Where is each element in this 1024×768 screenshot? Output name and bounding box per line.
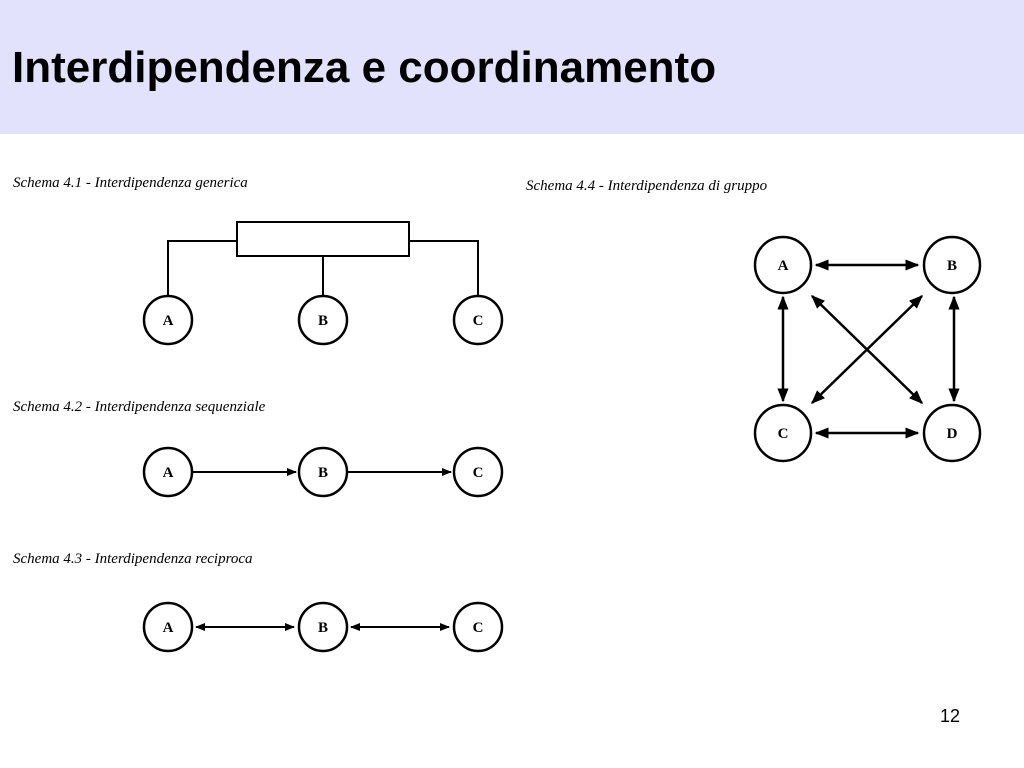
node-a: A: [142, 601, 194, 653]
node-c-label: C: [473, 465, 484, 481]
connector-c: [409, 240, 479, 297]
node-c: C: [452, 601, 504, 653]
title-band: Interdipendenza e coordinamento: [0, 0, 1024, 134]
schema-reciprocal-caption: Schema 4.3 - Interdipendenza reciproca: [13, 551, 253, 567]
schema-group-caption: Schema 4.4 - Interdipendenza di gruppo: [526, 178, 768, 194]
schema-generic-caption: Schema 4.1 - Interdipendenza generica: [13, 175, 248, 191]
node-b: B: [297, 601, 349, 653]
node-b-label: B: [947, 258, 957, 274]
shared-resource-box: [236, 221, 410, 257]
node-c: C: [452, 294, 504, 346]
node-b-label: B: [318, 620, 328, 636]
node-c-label: C: [473, 620, 484, 636]
node-d: D: [922, 403, 982, 463]
schema-sequential: Schema 4.2 - Interdipendenza sequenziale…: [13, 399, 504, 498]
node-a: A: [142, 294, 194, 346]
node-b: B: [297, 294, 349, 346]
node-a-label: A: [163, 465, 174, 481]
slide-title: Interdipendenza e coordinamento: [12, 43, 717, 92]
arrow-b-c: [810, 295, 924, 404]
schema-reciprocal: Schema 4.3 - Interdipendenza reciproca A…: [13, 551, 504, 653]
node-d-label: D: [947, 426, 958, 442]
node-b-label: B: [318, 313, 328, 329]
node-c: C: [753, 403, 813, 463]
schema-generic: Schema 4.1 - Interdipendenza generica A …: [13, 175, 504, 346]
page-number: 12: [939, 706, 961, 726]
node-b: B: [922, 235, 982, 295]
schema-sequential-caption: Schema 4.2 - Interdipendenza sequenziale: [13, 399, 266, 415]
node-a-label: A: [163, 620, 174, 636]
node-b-label: B: [318, 465, 328, 481]
node-c-label: C: [778, 426, 789, 442]
node-a-label: A: [778, 258, 789, 274]
node-a: A: [142, 446, 194, 498]
connector-a: [167, 240, 237, 297]
node-a-label: A: [163, 313, 174, 329]
node-b: B: [297, 446, 349, 498]
schema-group: Schema 4.4 - Interdipendenza di gruppo A…: [526, 178, 982, 463]
node-a: A: [753, 235, 813, 295]
node-c-label: C: [473, 313, 484, 329]
node-c: C: [452, 446, 504, 498]
